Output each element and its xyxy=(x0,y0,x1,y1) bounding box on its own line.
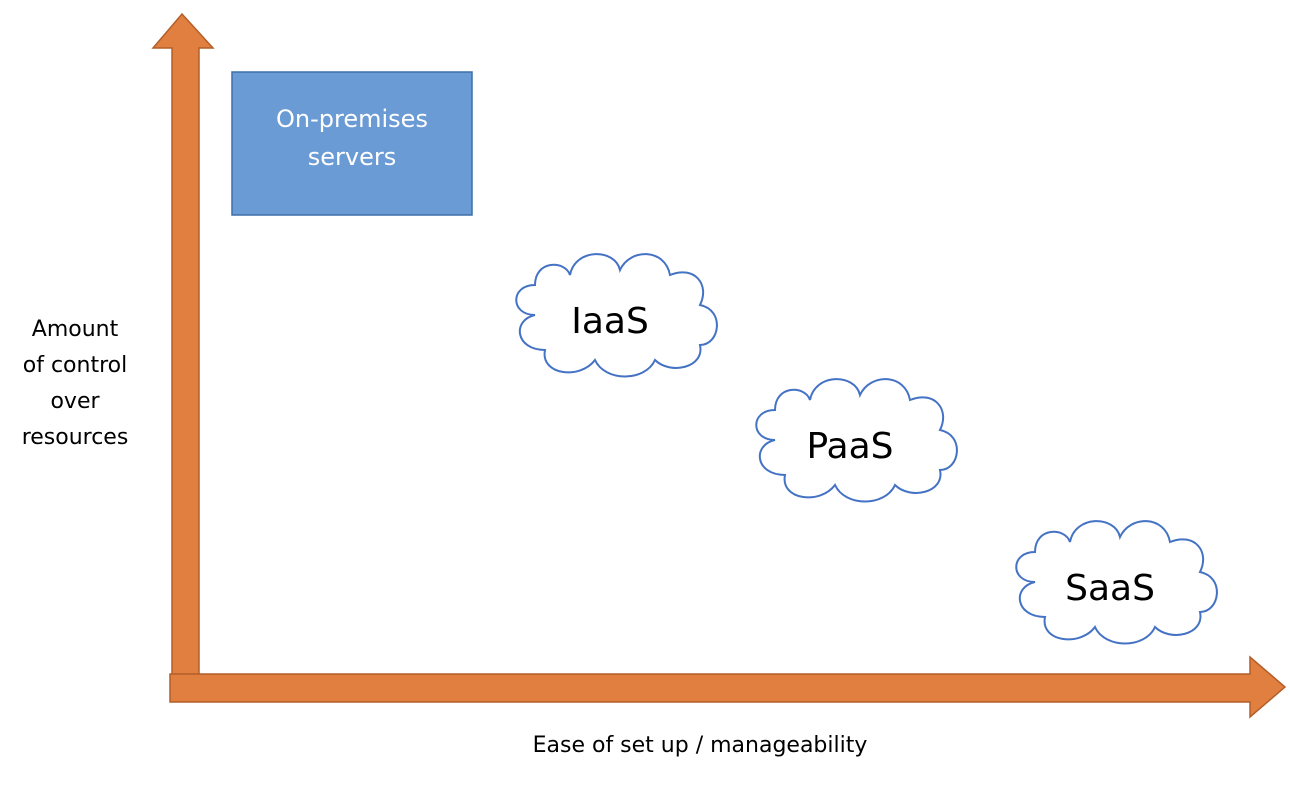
y-axis-label-line-1: Amount xyxy=(31,317,119,342)
y-axis-label-line-3: over xyxy=(50,389,100,414)
cloud-label-paas: PaaS xyxy=(806,426,893,467)
cloud-iaas: IaaS xyxy=(515,253,718,378)
on-premises-label-line-2: servers xyxy=(307,143,397,171)
cloud-saas: SaaS xyxy=(1015,520,1218,645)
cloud-label-iaas: IaaS xyxy=(571,301,649,342)
y-axis-label-line-2: of control xyxy=(22,353,128,378)
on-premises-box xyxy=(231,71,473,216)
cloud-label-saas: SaaS xyxy=(1065,568,1155,609)
on-premises-label: On-premises servers xyxy=(232,100,472,176)
cloud-paas: PaaS xyxy=(755,378,958,503)
x-axis-arrow xyxy=(169,655,1287,719)
x-axis-label: Ease of set up / manageability xyxy=(532,733,868,758)
on-premises-label-line-1: On-premises xyxy=(276,105,428,133)
y-axis-arrow xyxy=(151,12,215,676)
y-axis-label: Amount of control over resources xyxy=(5,312,145,456)
y-axis-label-line-4: resources xyxy=(21,425,129,450)
